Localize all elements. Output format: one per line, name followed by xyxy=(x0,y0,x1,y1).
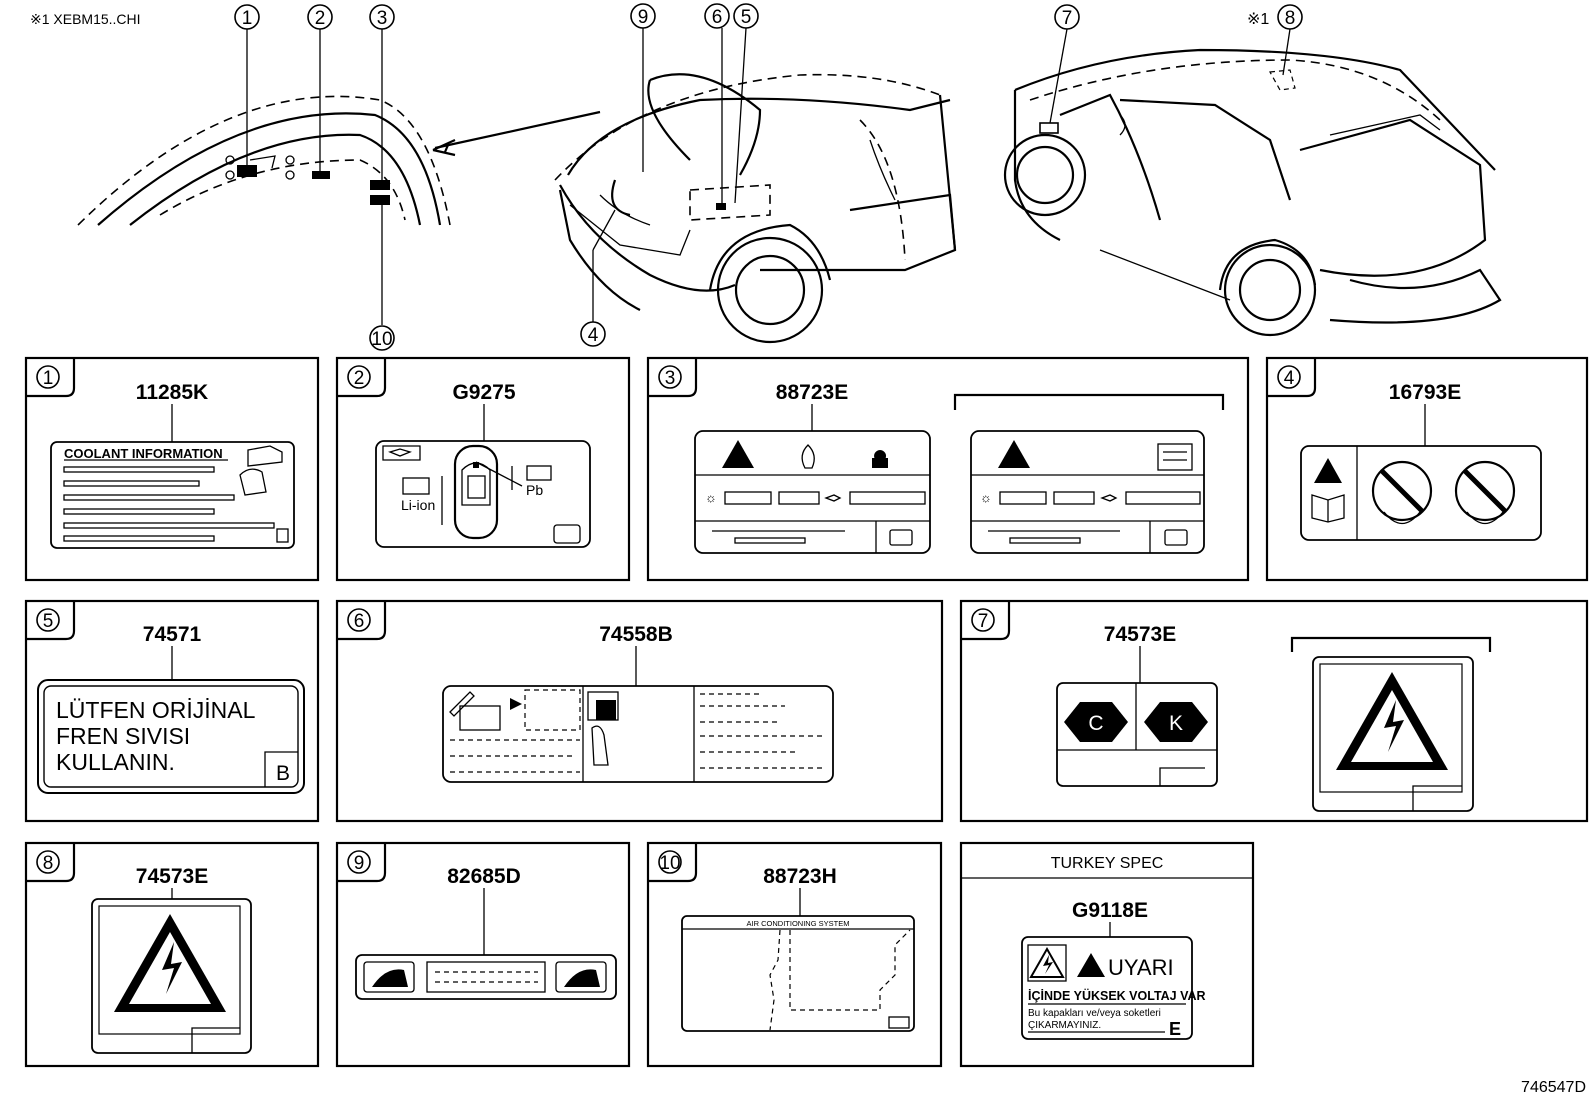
svg-text:AIR CONDITIONING SYSTEM: AIR CONDITIONING SYSTEM xyxy=(747,919,850,928)
svg-text:Pb: Pb xyxy=(526,482,543,498)
svg-text:※1: ※1 xyxy=(1247,11,1269,28)
panel-2-battery-label: 2 G9275 Li-ion Pb xyxy=(335,356,631,582)
svg-text:74558B: 74558B xyxy=(599,623,673,646)
svg-text:7: 7 xyxy=(978,611,989,632)
hood-underside-illustration xyxy=(77,95,601,226)
svg-text:74571: 74571 xyxy=(143,623,202,646)
svg-text:88723E: 88723E xyxy=(776,381,848,404)
svg-text:Li-ion: Li-ion xyxy=(401,497,435,513)
panel-10-ac-system-label: 10 88723H AIR CONDITIONING SYSTEM xyxy=(646,841,943,1068)
svg-text:74573E: 74573E xyxy=(1104,623,1176,646)
svg-text:9: 9 xyxy=(354,853,365,874)
svg-text:LÜTFEN ORİJİNAL: LÜTFEN ORİJİNAL xyxy=(56,697,256,723)
panel-6-battery-instruction-label: 6 74558B xyxy=(335,599,944,823)
svg-text:1: 1 xyxy=(242,8,253,29)
svg-text:4: 4 xyxy=(1284,368,1295,389)
diagram-code: 746547D xyxy=(1521,1079,1586,1096)
svg-text:G9275: G9275 xyxy=(452,381,515,404)
svg-text:K: K xyxy=(1169,712,1183,735)
svg-text:FREN SIVISI: FREN SIVISI xyxy=(56,723,190,749)
svg-text:☼: ☼ xyxy=(705,490,717,505)
panel-5-brake-fluid-label: 5 74571 LÜTFEN ORİJİNAL FREN SIVISI KULL… xyxy=(24,599,320,823)
svg-text:4: 4 xyxy=(588,325,599,346)
svg-text:B: B xyxy=(276,762,290,785)
note-text: ※1 XEBM15..CHI xyxy=(30,11,141,27)
rear-car-illustration xyxy=(1003,28,1502,337)
svg-text:☼: ☼ xyxy=(980,490,992,505)
svg-text:KULLANIN.: KULLANIN. xyxy=(56,749,175,775)
svg-text:3: 3 xyxy=(377,8,388,29)
svg-text:G9118E: G9118E xyxy=(1072,899,1148,922)
panel-turkey-spec-warning-label: TURKEY SPEC G9118E UYARI İÇİNDE YÜKSEK V… xyxy=(959,841,1255,1068)
callout-leaders-left xyxy=(246,29,383,325)
svg-text:9: 9 xyxy=(638,7,649,28)
svg-text:TURKEY SPEC: TURKEY SPEC xyxy=(1051,855,1164,872)
callout-markers: 1 2 3 10 9 6 5 4 7 ※1 8 xyxy=(234,3,1303,351)
svg-text:16793E: 16793E xyxy=(1389,381,1461,404)
svg-text:İÇİNDE YÜKSEK VOLTAJ VAR: İÇİNDE YÜKSEK VOLTAJ VAR xyxy=(1028,988,1206,1003)
svg-text:8: 8 xyxy=(43,853,54,874)
svg-text:C: C xyxy=(1088,712,1103,735)
svg-text:1: 1 xyxy=(43,368,54,389)
svg-text:82685D: 82685D xyxy=(447,865,521,888)
panel-4-caution-label: 4 16793E xyxy=(1265,356,1589,582)
svg-text:E: E xyxy=(1169,1019,1181,1039)
svg-text:74573E: 74573E xyxy=(136,865,208,888)
panel-9-fuse-label: 9 82685D xyxy=(335,841,631,1068)
svg-text:2: 2 xyxy=(354,368,365,389)
svg-text:6: 6 xyxy=(354,611,365,632)
svg-text:COOLANT INFORMATION: COOLANT INFORMATION xyxy=(64,446,223,461)
svg-text:10: 10 xyxy=(371,329,392,350)
svg-text:ÇIKARMAYINIZ.: ÇIKARMAYINIZ. xyxy=(1028,1020,1101,1031)
panel-3-refrigerant-label: 3 88723E ☼ ☼ xyxy=(646,356,1250,582)
svg-text:3: 3 xyxy=(665,368,676,389)
panel-7-high-voltage-label: 7 74573E C K xyxy=(959,599,1589,823)
panel-8-high-voltage-label: 8 74573E xyxy=(24,841,320,1068)
front-car-illustration xyxy=(554,27,957,344)
svg-text:Bu kapakları ve/veya soketleri: Bu kapakları ve/veya soketleri xyxy=(1028,1008,1161,1019)
svg-text:5: 5 xyxy=(741,7,752,28)
svg-text:2: 2 xyxy=(315,8,326,29)
svg-text:5: 5 xyxy=(43,611,54,632)
svg-text:10: 10 xyxy=(659,853,680,874)
panel-1-coolant-label: 1 11285K COOLANT INFORMATION xyxy=(24,356,320,582)
svg-text:6: 6 xyxy=(712,7,723,28)
svg-text:8: 8 xyxy=(1285,8,1296,29)
part-number-11285K: 11285K xyxy=(136,381,208,404)
svg-text:88723H: 88723H xyxy=(763,865,837,888)
svg-text:7: 7 xyxy=(1062,8,1073,29)
svg-text:UYARI: UYARI xyxy=(1108,955,1174,980)
